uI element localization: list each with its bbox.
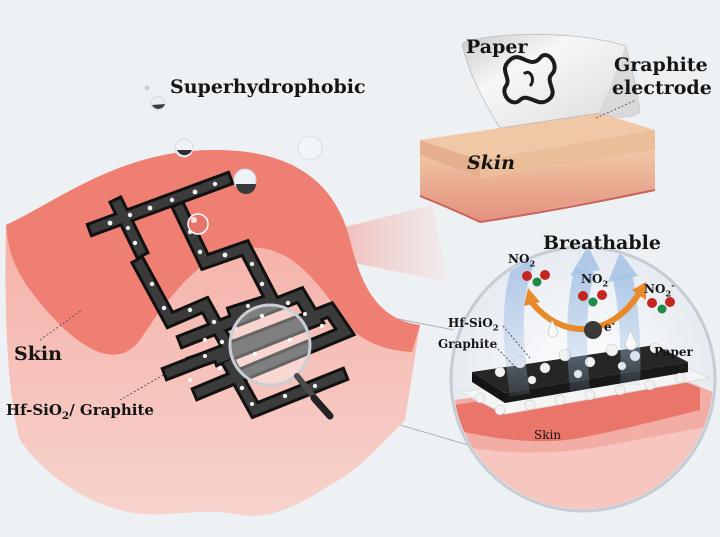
electron bbox=[584, 321, 602, 339]
label-skin-left: Skin bbox=[14, 343, 62, 365]
label-hf-sio2-graphite: Hf-SiO2/ Graphite bbox=[6, 401, 154, 422]
skin-leader-line bbox=[39, 309, 83, 341]
water-droplet bbox=[187, 213, 209, 235]
paper-on-skin-block bbox=[419, 33, 656, 224]
label-paper-top: Paper bbox=[466, 36, 528, 58]
label-no2-b: NO2 bbox=[581, 272, 609, 289]
flying-droplets bbox=[144, 85, 323, 194]
label-hf-sio2-right: Hf-SiO2 bbox=[448, 316, 499, 333]
zoom-circle bbox=[449, 245, 717, 513]
no2-molecule bbox=[647, 297, 675, 314]
label-skin-circle: Skin bbox=[534, 428, 562, 442]
label-breathable: Breathable bbox=[543, 232, 661, 254]
zoom-beam bbox=[270, 205, 448, 282]
label-skin-top: Skin bbox=[467, 152, 515, 174]
magnifier bbox=[228, 303, 334, 420]
label-graphite-right: Graphite bbox=[438, 337, 498, 351]
label-superhydrophobic: Superhydrophobic bbox=[170, 76, 366, 98]
label-no2-c: NO2- bbox=[644, 280, 675, 299]
no2-molecule bbox=[522, 270, 550, 287]
nanoparticles bbox=[107, 181, 325, 406]
label-paper-right: Paper bbox=[654, 345, 693, 359]
label-no2-a: NO2 bbox=[508, 252, 536, 269]
label-electron: e- bbox=[604, 318, 616, 334]
no2-molecule bbox=[578, 290, 607, 307]
label-graphite-electrode-2: electrode bbox=[612, 77, 712, 99]
label-graphite-electrode-1: Graphite bbox=[614, 54, 708, 76]
